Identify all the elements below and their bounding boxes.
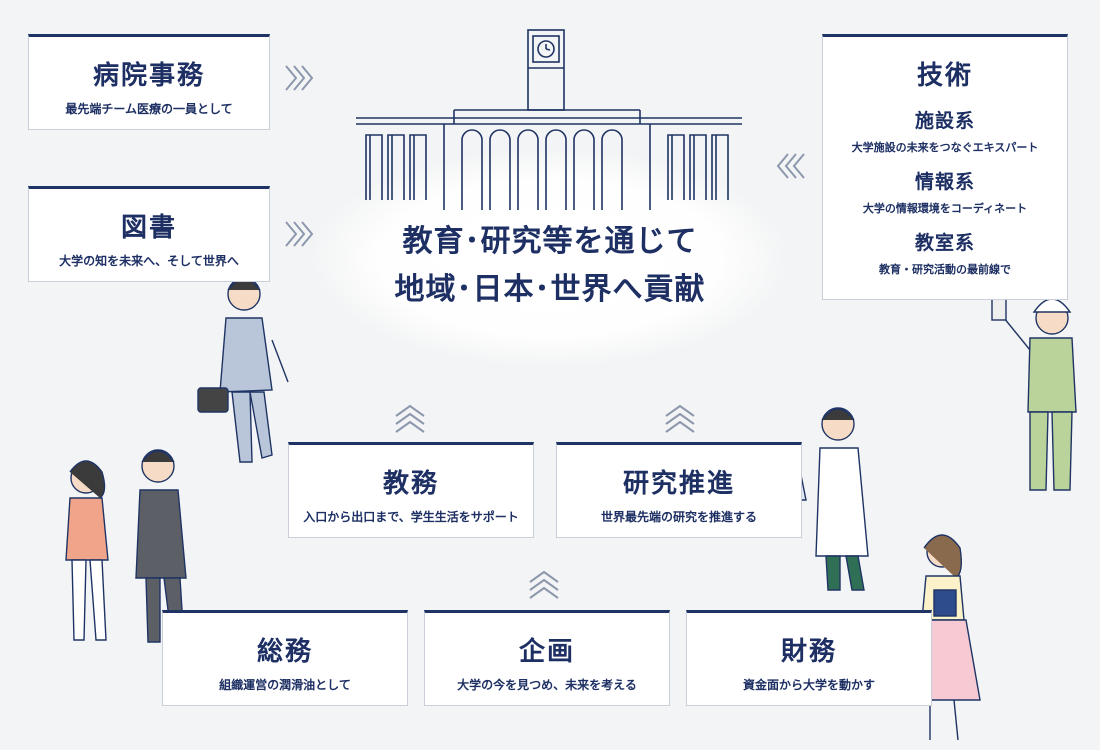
gijutsu-title: 技術 <box>916 61 973 91</box>
gijutsu-item-title: 施設系 <box>914 110 975 132</box>
woman-orange-illustration <box>65 460 109 641</box>
byoin-card: 病院事務 最先端チーム医療の一員として <box>28 34 270 130</box>
gijutsu-item-title: 情報系 <box>914 171 975 193</box>
tosho-subtitle: 大学の知を未来へ、そして世界へ <box>59 254 239 268</box>
center-message-line1: 教育･研究等を通じて <box>402 224 698 259</box>
chevron-right-icon <box>285 65 314 91</box>
kenkyu-subtitle: 世界最先端の研究を推進する <box>600 510 757 524</box>
somu-title: 総務 <box>256 637 313 667</box>
kikaku-title: 企画 <box>518 637 575 667</box>
technician-illustration <box>991 297 1077 491</box>
tosho-card: 図書 大学の知を未来へ、そして世界へ <box>28 186 270 282</box>
gijutsu-item-title: 教室系 <box>914 232 975 254</box>
kikaku-card: 企画 大学の今を見つめ、未来を考える <box>424 610 670 706</box>
gijutsu-item-subtitle: 大学の情報環境をコーディネート <box>862 202 1028 215</box>
chevron-up-icon <box>395 404 425 433</box>
office-worker-illustration <box>197 277 289 463</box>
tosho-title: 図書 <box>120 213 177 243</box>
kenkyu-card: 研究推進 世界最先端の研究を推進する <box>556 442 802 538</box>
gijutsu-item-subtitle: 大学施設の未来をつなぐエキスパート <box>851 141 1039 154</box>
zaimu-card: 財務 資金面から大学を動かす <box>686 610 932 706</box>
byoin-subtitle: 最先端チーム医療の一員として <box>65 102 233 116</box>
scientist-illustration <box>795 407 869 591</box>
kyomu-card: 教務 入口から出口まで、学生生活をサポート <box>288 442 534 538</box>
zaimu-subtitle: 資金面から大学を動かす <box>742 678 875 692</box>
kenkyu-title: 研究推進 <box>622 469 735 499</box>
gijutsu-card: 技術 施設系 大学施設の未来をつなぐエキスパート 情報系 大学の情報環境をコーデ… <box>822 34 1068 300</box>
center-message: 教育･研究等を通じて 地域･日本･世界へ貢献 <box>330 218 770 314</box>
chevron-up-icon <box>529 570 559 599</box>
clock-tower-building-icon <box>356 29 742 210</box>
gijutsu-item-subtitle: 教育・研究活動の最前線で <box>879 263 1011 276</box>
kikaku-subtitle: 大学の今を見つめ、未来を考える <box>457 678 637 692</box>
center-message-line2: 地域･日本･世界へ貢献 <box>394 272 706 307</box>
kyomu-title: 教務 <box>382 469 439 499</box>
chevron-left-icon <box>776 153 805 179</box>
kyomu-subtitle: 入口から出口まで、学生生活をサポート <box>303 510 519 524</box>
byoin-title: 病院事務 <box>92 61 205 91</box>
somu-subtitle: 組織運営の潤滑油として <box>219 678 351 692</box>
chevron-up-icon <box>665 404 695 433</box>
somu-card: 総務 組織運営の潤滑油として <box>162 610 408 706</box>
zaimu-title: 財務 <box>780 637 837 667</box>
chevron-right-icon <box>285 221 314 247</box>
